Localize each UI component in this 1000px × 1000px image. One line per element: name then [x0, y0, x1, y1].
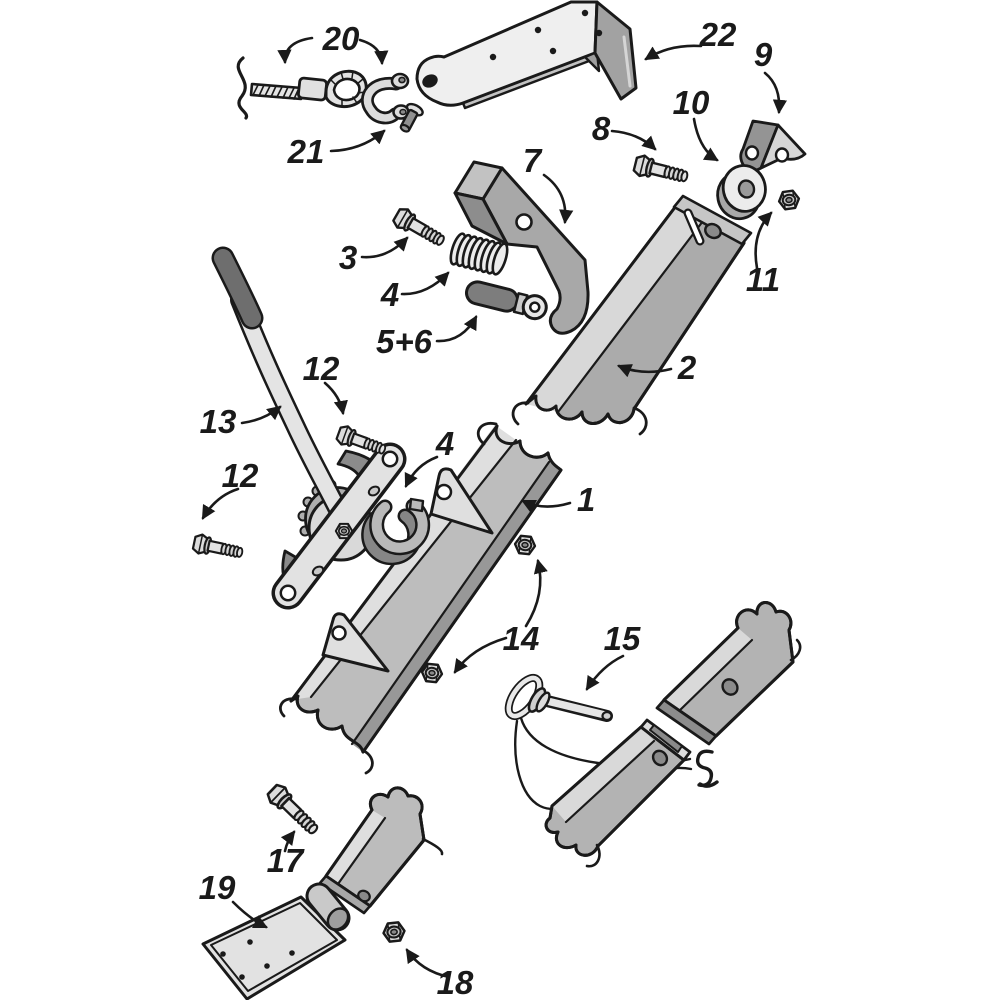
callout-56: 5+6 — [376, 323, 433, 360]
callout-13: 13 — [200, 403, 237, 440]
winch-handle-assembly — [211, 246, 407, 610]
callout-3: 3 — [339, 239, 357, 276]
callout-8: 8 — [592, 110, 611, 147]
upper-mast-channel — [511, 194, 753, 436]
compression-spring — [449, 232, 509, 276]
hex-nut-11 — [776, 188, 802, 212]
callout-20: 20 — [322, 20, 360, 57]
callout-15: 15 — [604, 620, 641, 657]
callout-19: 19 — [199, 869, 236, 906]
callout-7: 7 — [523, 142, 543, 179]
callout-arrows — [201, 36, 788, 979]
callout-12b: 12 — [222, 457, 259, 494]
callout-17: 17 — [267, 842, 305, 879]
callout-14: 14 — [503, 620, 540, 657]
hex-nut-14a — [512, 534, 538, 556]
callout-21: 21 — [287, 133, 325, 170]
hairpin-clip — [695, 749, 719, 788]
latch-keeper-plate — [453, 160, 590, 335]
callout-4b: 4 — [435, 425, 454, 462]
callout-18: 18 — [437, 964, 474, 1000]
cable-keeper-hook — [361, 497, 431, 566]
callout-4a: 4 — [380, 276, 399, 313]
callout-10: 10 — [673, 84, 710, 121]
callout-9: 9 — [754, 36, 773, 73]
mast-bottom-section — [318, 786, 444, 915]
foot-plate — [201, 882, 351, 1000]
hinge-tube — [305, 882, 351, 932]
callout-labels: 20 21 22 9 10 8 11 7 3 4 5+6 2 12 13 12 … — [199, 16, 780, 1000]
hex-bolt-12b — [191, 532, 246, 564]
pulley-washer — [716, 164, 767, 221]
callout-11: 11 — [746, 261, 780, 298]
hitch-pin — [504, 673, 613, 722]
hex-bolt-17 — [263, 780, 324, 840]
receiver-tube-upper — [655, 601, 802, 746]
mounting-bracket — [415, 0, 638, 110]
hex-nut-18 — [381, 920, 407, 944]
safety-cable — [236, 56, 368, 120]
release-plunger — [465, 280, 548, 321]
shackle — [361, 72, 424, 133]
hex-bolt-8 — [631, 152, 691, 189]
callout-2: 2 — [677, 349, 697, 386]
clevis-pin — [399, 102, 424, 133]
callout-12a: 12 — [303, 350, 340, 387]
callout-22: 22 — [699, 16, 737, 53]
receiver-tube-lower — [544, 718, 692, 868]
callout-1: 1 — [577, 481, 595, 518]
pulley-v-bracket — [739, 119, 807, 172]
